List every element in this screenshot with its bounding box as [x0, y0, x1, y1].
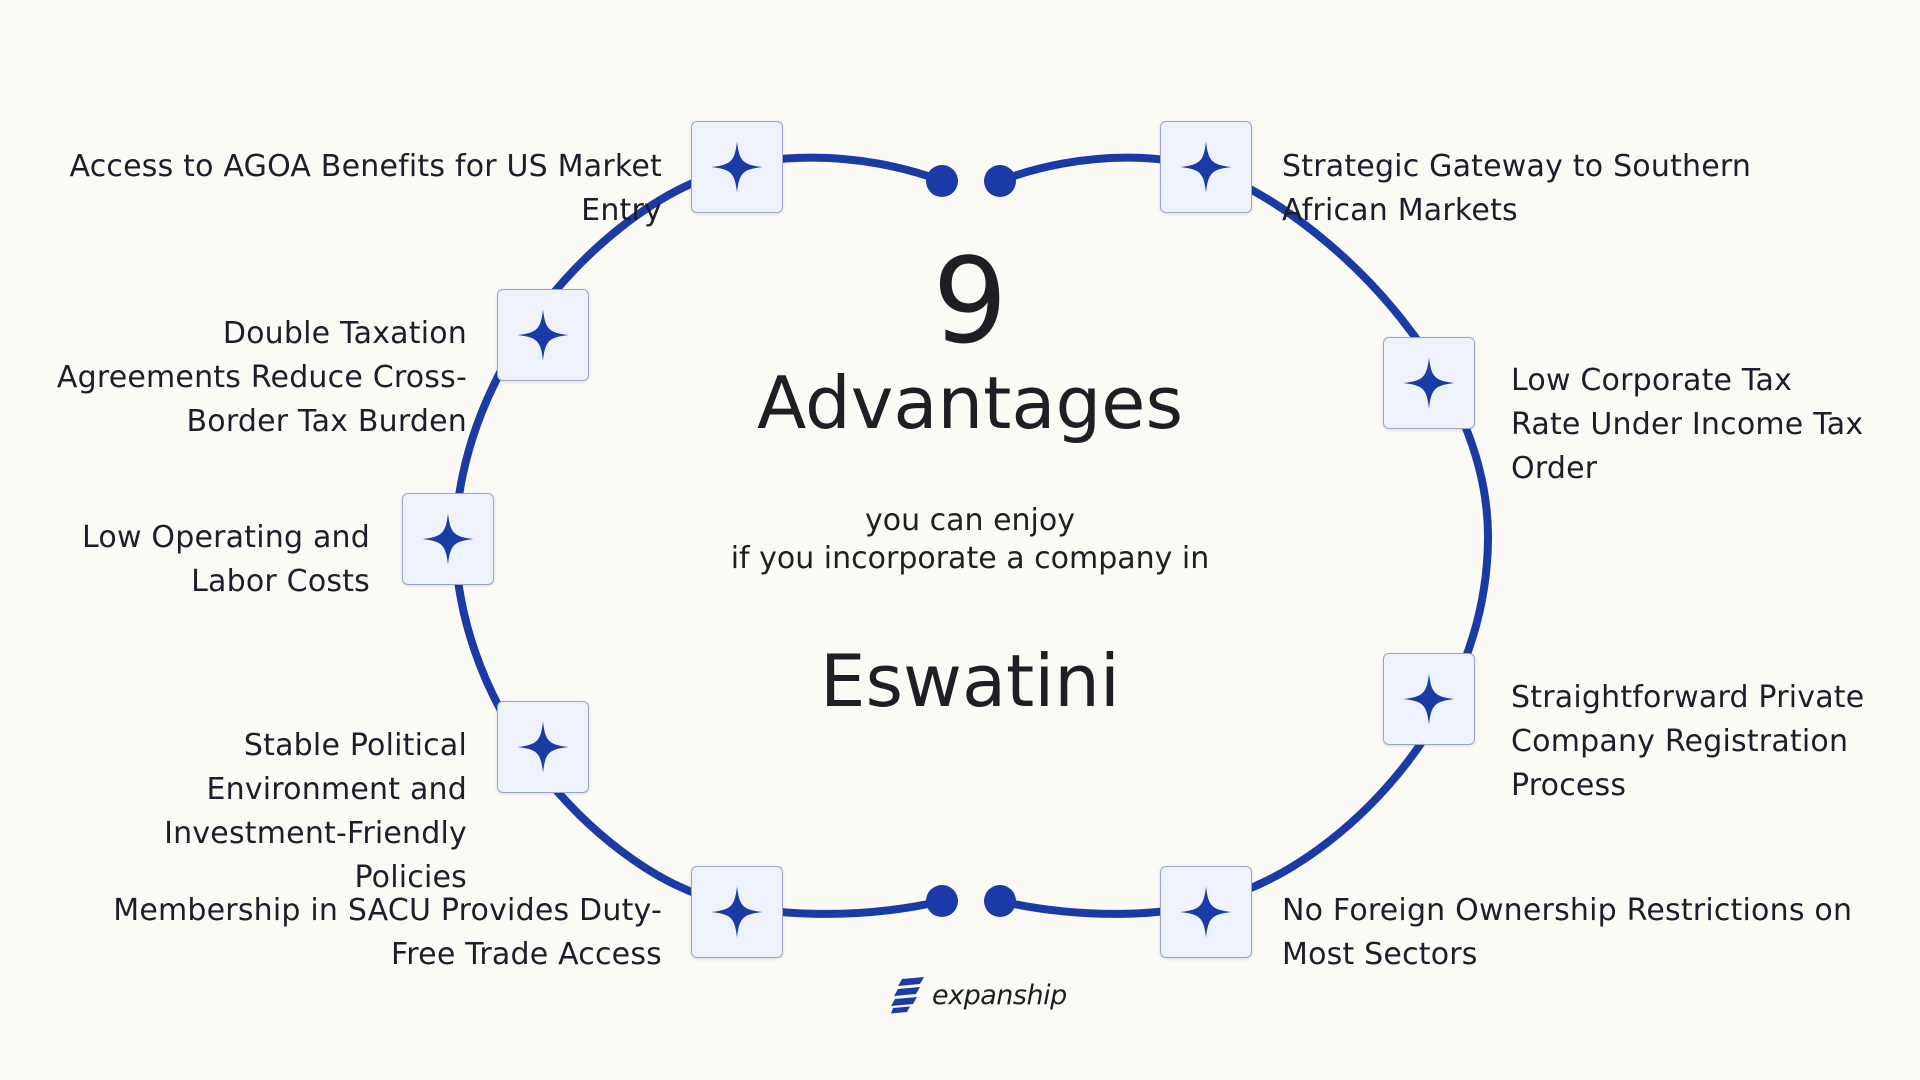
four-point-star-icon: [1180, 886, 1232, 938]
advantage-node-7: [497, 701, 589, 793]
subtitle-line-1: you can enjoy: [865, 503, 1075, 538]
ring-endpoint-dot: [926, 885, 958, 917]
four-point-star-icon: [711, 886, 763, 938]
four-point-star-icon: [1403, 673, 1455, 725]
page-title: Advantages: [757, 361, 1183, 445]
advantage-label-1: Access to AGOA Benefits for US Market En…: [69, 149, 662, 228]
four-point-star-icon: [517, 309, 569, 361]
ring-endpoint-dot: [926, 165, 958, 197]
advantage-node-8: [691, 866, 783, 958]
four-point-star-icon: [711, 141, 763, 193]
advantage-label-9: No Foreign Ownership Restrictions on Mos…: [1282, 893, 1853, 972]
brand-name: expanship: [932, 979, 1067, 1011]
expanship-logo-icon: [891, 977, 924, 1014]
advantage-node-3: [497, 289, 589, 381]
advantage-label-8: Membership in SACU Provides Duty- Free T…: [113, 893, 662, 972]
four-point-star-icon: [422, 513, 474, 565]
advantage-label-7: Stable Political Environment and Investm…: [164, 728, 467, 895]
advantage-label-5: Low Operating and Labor Costs: [82, 520, 370, 599]
four-point-star-icon: [517, 721, 569, 773]
advantage-label-4: Low Corporate Tax Rate Under Income Tax …: [1511, 363, 1864, 486]
advantage-label-6: Straightforward Private Company Registra…: [1511, 680, 1865, 803]
advantage-node-5: [402, 493, 494, 585]
four-point-star-icon: [1403, 357, 1455, 409]
subtitle-line-2: if you incorporate a company in: [730, 541, 1210, 576]
four-point-star-icon: [1180, 141, 1232, 193]
advantage-label-3: Double Taxation Agreements Reduce Cross-…: [56, 316, 467, 439]
advantage-node-1: [691, 121, 783, 213]
advantage-node-2: [1160, 121, 1252, 213]
brand-logo: expanship: [890, 973, 1067, 1017]
advantage-node-6: [1383, 653, 1475, 745]
advantage-node-4: [1383, 337, 1475, 429]
advantage-label-2: Strategic Gateway to Southern African Ma…: [1282, 149, 1752, 228]
advantage-node-9: [1160, 866, 1252, 958]
country-name: Eswatini: [820, 639, 1120, 723]
ring-endpoint-dot: [984, 885, 1016, 917]
ring-endpoint-dot: [984, 165, 1016, 197]
advantage-count: 9: [932, 232, 1008, 370]
